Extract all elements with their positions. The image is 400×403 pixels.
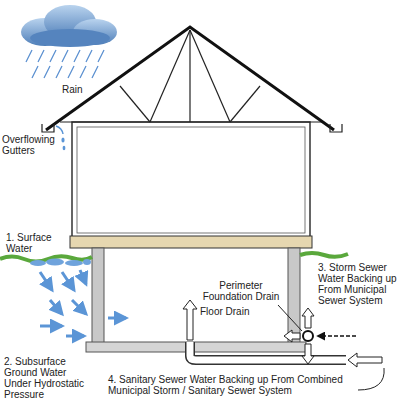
drain-pipe-section xyxy=(303,331,313,341)
foundation-wall xyxy=(288,248,300,344)
leader-line xyxy=(278,305,302,331)
storm-backflow-arrow xyxy=(318,335,356,337)
foundation-wall xyxy=(92,248,104,344)
flow-arrow xyxy=(183,300,197,340)
callout-label: Overflowing Gutters xyxy=(2,134,60,156)
water-arrows xyxy=(40,270,126,336)
surface-water xyxy=(30,259,91,267)
house-frame xyxy=(77,127,305,233)
drain-pipe xyxy=(190,342,346,360)
callout-label: Rain xyxy=(62,84,102,95)
overflow-drips xyxy=(56,126,65,150)
roof-truss xyxy=(60,30,322,122)
callout-label: 4. Sanitary Sewer Water Backing up From … xyxy=(108,374,352,396)
callout-label: 3. Storm Sewer Water Backing up From Mun… xyxy=(318,262,398,306)
floor-band xyxy=(70,236,312,248)
ground-line xyxy=(300,253,348,257)
house-wall xyxy=(72,122,310,238)
leader-line xyxy=(358,368,384,390)
roof xyxy=(46,27,334,130)
callout-label: Floor Drain xyxy=(200,306,270,317)
flow-arrow xyxy=(302,308,314,328)
flow-arrow xyxy=(284,330,300,342)
flow-arrow xyxy=(302,344,314,364)
rain-streaks xyxy=(26,50,104,78)
floor-slab xyxy=(86,342,306,352)
callout-label: 2. Subsurface Ground Water Under Hydrost… xyxy=(4,356,96,400)
gutter xyxy=(42,124,54,132)
drain-pipe xyxy=(190,342,346,360)
flow-arrow xyxy=(348,353,382,367)
callout-label: 1. Surface Water xyxy=(6,232,68,254)
rain-cloud xyxy=(21,5,117,47)
callout-label: Perimeter Foundation Drain xyxy=(198,280,284,302)
gutter xyxy=(330,124,342,132)
